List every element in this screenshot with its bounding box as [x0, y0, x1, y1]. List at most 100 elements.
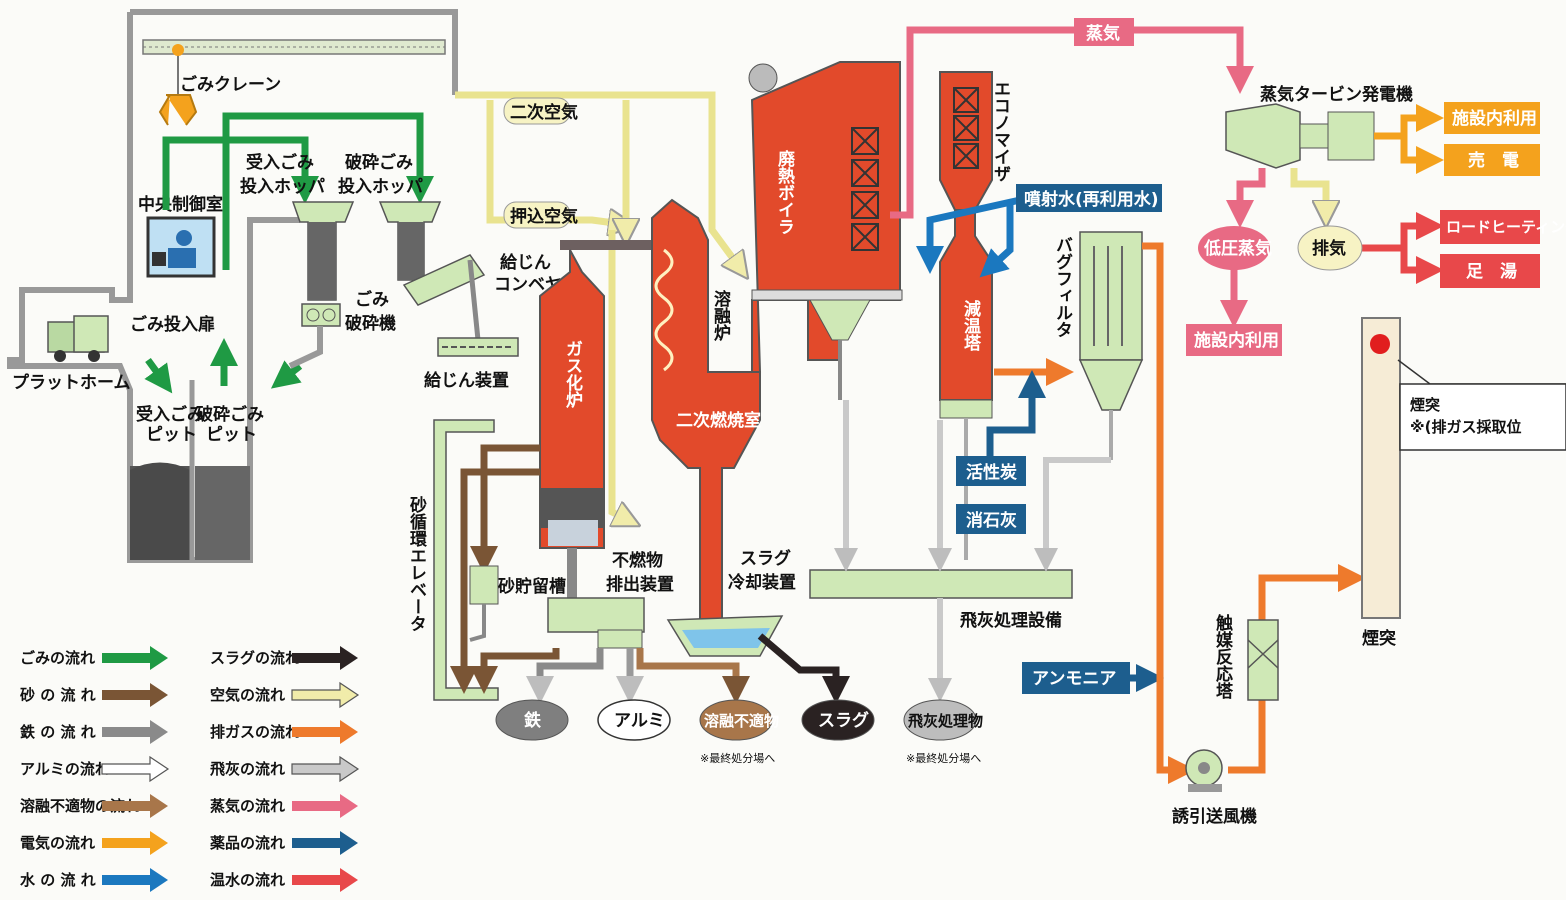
cooling-tower-label: 減温塔 [960, 299, 981, 352]
footbath-box [1440, 254, 1540, 288]
incombustible-discharge [470, 597, 750, 704]
steam-label: 蒸気 [1086, 23, 1120, 44]
legend-arrow [101, 755, 170, 783]
cooling-tower [939, 209, 993, 560]
recv-pit-label-1: 受入ごみ [136, 404, 204, 425]
legend-arrow [292, 720, 358, 744]
legend-arrow [291, 755, 360, 783]
legend-label: 空気の流れ [210, 686, 285, 704]
fan-label: 誘引送風機 [1172, 806, 1257, 827]
turbine-generator [1220, 103, 1444, 328]
footbath-label: 足 湯 [1466, 262, 1517, 282]
steam-badge [1074, 18, 1134, 46]
slag-cooling-label-1: スラグ [740, 548, 791, 569]
stack-label: 煙突 [1362, 628, 1396, 649]
legend-arrow [102, 646, 168, 670]
catalyst-label: 触媒反応塔 [1212, 613, 1234, 700]
spray-water-flow [916, 196, 1021, 278]
facility-use2-box [1186, 324, 1282, 356]
platform-label: プラットホーム [12, 372, 131, 393]
crush-pit-label-1: 破砕ごみ [196, 404, 264, 425]
feed-conveyor-label-1: 給じん [500, 252, 551, 273]
bag-filter-label: バグフィルタ [1052, 236, 1073, 338]
sell-power-label: 売 電 [1468, 150, 1519, 171]
gasifier-label: ガス化炉 [562, 340, 583, 409]
economizer [939, 71, 993, 211]
output-note-2: ※最終処分場へ [906, 751, 981, 765]
legend-arrow [292, 646, 358, 670]
sampling-callout [1397, 359, 1566, 451]
melting-furnace-label: 溶融炉 [710, 289, 731, 342]
legend-label: アルミの流れ [20, 760, 110, 778]
turbine-label: 蒸気タービン発電機 [1260, 84, 1413, 105]
recv-hopper-label-1: 受入ごみ [246, 152, 314, 173]
low-pressure-steam-label: 低圧蒸気 [1203, 238, 1272, 259]
incombustible-label-1: 不燃物 [612, 550, 663, 571]
facility-use-label: 施設内利用 [1452, 108, 1537, 129]
feed-conveyor [402, 254, 519, 357]
legend-arrow [102, 683, 168, 707]
sell-power-box [1444, 144, 1540, 176]
output-iron: 鉄 [524, 710, 541, 731]
slag-cooling-label-2: 冷却装置 [728, 572, 796, 593]
steam-flow [890, 26, 1254, 219]
secondary-combustion-label: 二次燃焼室 [676, 410, 761, 431]
legend-arrow [292, 831, 358, 855]
legend-label: 薬品の流れ [209, 834, 285, 852]
legend-label: ごみの流れ [20, 649, 95, 667]
callout-title: 煙突 [1410, 396, 1440, 414]
exhaust-label: 排気 [1312, 238, 1346, 259]
legend-arrow [291, 681, 360, 709]
legend-arrow [102, 868, 168, 892]
ammonia-label: アンモニア [1032, 669, 1116, 689]
melting-furnace [651, 198, 761, 621]
gasifier [539, 240, 665, 600]
low-pressure-steam-oval [1198, 226, 1270, 270]
activated-carbon-label: 活性炭 [966, 462, 1017, 483]
legend-label: 電気の流れ [20, 834, 95, 852]
push-air-label: 押込空気 [510, 206, 578, 227]
induced-fan [1185, 749, 1223, 792]
legend-label: 飛灰の流れ [209, 760, 285, 778]
spray-water-label: 噴射水(再利用水) [1024, 189, 1159, 210]
entry-door-label: ごみ投入扉 [130, 314, 215, 335]
slaked-lime-label: 消石灰 [966, 510, 1017, 531]
catalyst-tower [1247, 619, 1279, 701]
legend-label: 温水の流れ [210, 871, 285, 889]
garbage-flow-arrows [144, 112, 434, 394]
central-control-label: 中央制御室 [138, 194, 223, 215]
output-slag: スラグ [818, 710, 869, 731]
legend-label: 砂 の 流 れ [20, 686, 96, 704]
legend-label: スラグの流れ [210, 649, 300, 667]
push-air-badge [503, 201, 571, 229]
output-unmeltable: 溶融不適物 [704, 712, 779, 730]
control-room [146, 216, 216, 278]
fly-ash-facility [809, 400, 1111, 702]
secondary-air-badge [503, 97, 571, 125]
legend-arrow [102, 831, 168, 855]
reception-building [7, 9, 458, 563]
slag-cooling [666, 615, 850, 704]
facility-use2-label: 施設内利用 [1194, 330, 1279, 351]
output-ovals [495, 699, 977, 741]
road-heating-label: ロードヒーティング [1446, 218, 1566, 236]
boiler-label: 廃熱ボイラ [774, 149, 795, 235]
legend-arrow [102, 794, 168, 818]
secondary-air-label: 二次空気 [510, 102, 578, 123]
spray-water-badge [1016, 184, 1162, 212]
legend-label: 鉄 の 流 れ [20, 723, 96, 741]
facility-use-box [1444, 102, 1540, 134]
output-note-1: ※最終処分場へ [700, 751, 775, 765]
crush-hopper-label-2: 投入ホッパ [338, 176, 423, 197]
crane-grab [158, 44, 198, 126]
output-fly-ash: 飛灰処理物 [907, 712, 983, 730]
recv-pit-label-2: ピット [146, 425, 197, 445]
sand-elevator-label: 砂循環エレベータ [406, 495, 427, 632]
output-aluminum: アルミ [614, 711, 665, 731]
road-heating-box [1440, 210, 1540, 244]
recv-hopper-label-2: 投入ホッパ [240, 176, 325, 197]
incombustible-label-2: 排出装置 [606, 574, 674, 595]
feeder-label: 給じん装置 [424, 370, 509, 391]
